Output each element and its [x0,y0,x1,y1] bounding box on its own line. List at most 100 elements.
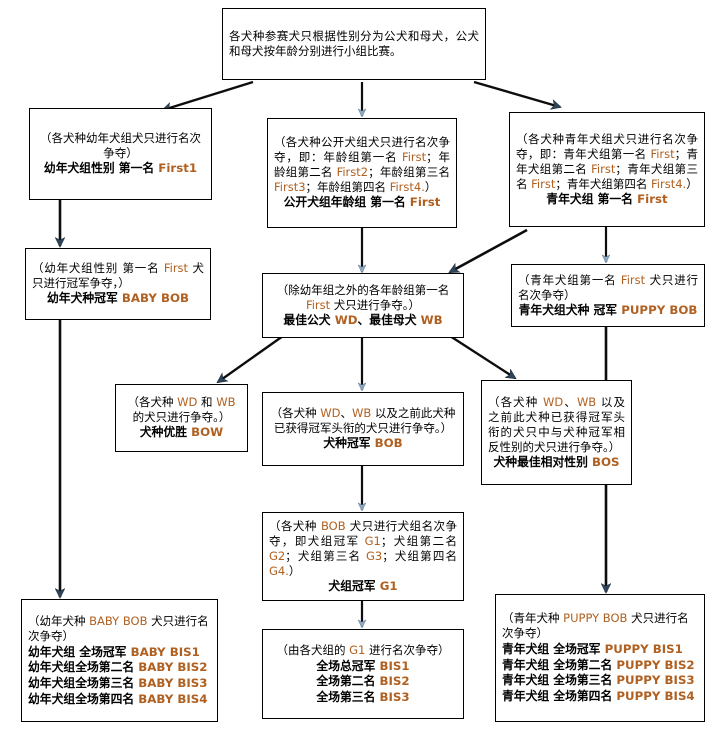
puppy-group-result-code: First [637,191,668,206]
inline-text: ；青年犬组第三名 [516,161,699,191]
node-baby-bob: （幼年犬组性别 第一名 First 犬只进行冠军争夺，） 幼年犬种冠军 BABY… [25,248,211,320]
result-code: PUPPY BIS2 [616,657,695,672]
open-group-result-label: 公开犬组年龄组 第一名 [283,195,410,210]
puppy-bob-result-code: PUPPY BOB [621,302,698,317]
baby-group-desc: （各犬种幼年犬组犬只进行名次争夺） [40,131,201,161]
inline-code: First [620,272,646,287]
result-label: 青年犬组 全场冠军 [502,642,605,657]
result-line: 幼年犬组全场第三名 BABY BIS3 [28,676,211,692]
inline-code: G4. [269,563,289,578]
inline-text: ） [424,180,437,195]
inline-code: WB [576,394,597,409]
result-line: 幼年犬组全场第四名 BABY BIS4 [28,692,211,708]
result-code: PUPPY BIS4 [616,689,695,704]
node-baby-best-in-show: （幼年犬种 BABY BOB 犬只进行名次争夺） 幼年犬组 全场冠军 BABY … [21,599,218,722]
bob-result: 犬种冠军 BOB [323,436,402,451]
arrow-wdwb-to-bos [449,334,515,378]
node-best-of-opposite-sex: （各犬种 WD、WB 以及之前此犬种已获得冠军头衔的犬只中与犬种冠军相反性别的犬… [481,380,632,485]
inline-text: （各犬种 [269,518,321,533]
inline-text: （青年犬组第一名 [518,272,621,287]
inline-text: 、 [340,406,352,421]
inline-code: WB [216,395,236,410]
bob-desc: （各犬种 WD、WB 以及之前此犬种已获得冠军头衔的犬只进行争夺。） [269,406,457,436]
bow-result-label: 犬种优胜 [139,425,192,440]
g1-result-label: 犬组冠军 [328,578,380,593]
result-label: 幼年犬组全场第四名 [28,691,139,706]
baby-bob-desc: （幼年犬组性别 第一名 First 犬只进行冠军争夺，） [32,261,204,291]
inline-text: ；年龄组第四名 [305,180,390,195]
inline-code: G1 [349,643,366,658]
inline-code: G3 [365,548,383,563]
inline-text: ；年龄组第二名 [274,150,451,180]
inline-code: WD [334,312,358,327]
result-code: BABY BIS3 [138,675,208,690]
result-code: BIS3 [379,689,410,704]
arrow-root-to-baby [163,80,254,110]
puppy-bob-result-label: 青年犬组犬种 冠军 [518,302,622,317]
inline-text: ；青年犬组第二名 [516,146,699,176]
baby-group-result-code: First1 [158,161,198,176]
puppy-group-result: 青年犬组 第一名 First [546,192,667,207]
wd-wb-desc: （除幼年组之外的各年龄组第一名 First 犬只进行争夺。） [269,283,457,313]
inline-text: （各犬种 [127,395,178,410]
inline-code: WB [351,406,372,421]
arrow-wdwb-to-bow [218,335,284,382]
puppy-bob-result: 青年犬组犬种 冠军 PUPPY BOB [519,303,698,318]
result-line: 青年犬组 全场第三名 PUPPY BIS3 [502,673,698,689]
open-group-result-code: First [409,195,441,210]
node-best-of-winners: （各犬种 WD 和 WB 的犬只进行争夺。） 犬种优胜 BOW [115,384,248,452]
inline-text: ；犬组第四名 [382,548,457,563]
inline-text: （由各犬组的 [276,643,350,658]
inline-text: 犬只进行名次争夺） [28,613,209,643]
bos-desc: （各犬种 WD、WB 以及之前此犬种已获得冠军头衔的犬只中与犬种冠军相反性别的犬… [488,395,625,455]
bow-result: 犬种优胜 BOW [140,425,223,440]
inline-code: G1 [364,533,381,548]
result-line: 全场总冠军 BIS1 [269,659,457,674]
bos-result-code: BOS [591,454,620,469]
inline-text: （各犬种 [270,406,321,421]
result-code: PUPPY BIS3 [616,673,695,688]
inline-text: 犬只进行争夺。） [330,297,421,312]
inline-code: First [591,161,616,176]
inline-code: BOB [321,518,346,533]
inline-text: 犬只进行冠军争夺，） [32,261,204,291]
inline-text: （青年犬种 [502,611,564,626]
inline-text: 的犬只进行争夺。） [132,410,231,425]
bis-desc: （由各犬组的 G1 进行名次争夺） [276,643,449,658]
puppy-bob-desc: （青年犬组第一名 First 犬只进行名次争夺） [518,273,698,303]
node-open-group-age-first: （各犬种公开犬组犬只进行名次争夺，即：年龄组第一名 First；年龄组第二名 F… [267,118,457,228]
inline-text: （各犬种 [488,394,544,409]
node-best-dog-best-bitch: （除幼年组之外的各年龄组第一名 First 犬只进行争夺。） 最佳公犬 WD、最… [262,273,464,338]
result-code: BIS1 [379,658,410,673]
result-line: 全场第二名 BIS2 [269,674,457,689]
inline-text: ；青年犬组第四名 [555,176,652,191]
puppy-group-desc: （各犬种青年犬组犬只进行名次争夺，即：青年犬组第一名 First；青年犬组第二名… [516,132,698,192]
node-entry-rule: 各犬种参赛犬只根据性别分为公犬和母犬，公犬和母犬按年龄分别进行小组比赛。 [222,8,486,80]
node-puppy-bob: （青年犬组第一名 First 犬只进行名次争夺） 青年犬组犬种 冠军 PUPPY… [511,264,705,327]
result-label: 全场总冠军 [316,658,380,673]
inline-code: First4. [389,180,425,195]
inline-text: （各犬种青年犬组犬只进行名次争夺，即：青年犬组第一名 [516,131,698,161]
inline-code: G2 [269,548,286,563]
inline-text: （幼年犬组性别 第一名 [32,261,164,276]
result-label: 幼年犬组 全场冠军 [28,644,131,659]
result-label: 全场第三名 [316,689,380,704]
bow-desc: （各犬种 WD 和 WB 的犬只进行争夺。） [122,395,241,425]
inline-code: First2 [336,165,369,180]
wd-wb-result: 最佳公犬 WD、最佳母犬 WB [283,313,442,328]
inline-code: WB [420,312,443,327]
result-code: BABY BIS4 [138,691,208,706]
inline-text: 最佳公犬 [283,312,335,327]
inline-text: 以及之前此犬种已获得冠军头衔的犬只中与犬种冠军相反性别的犬只进行争夺。） [488,394,626,454]
inline-code: First [531,176,556,191]
inline-text: ；犬组第二名 [380,533,458,548]
inline-code: First [650,146,675,161]
arrow-root-to-puppy [473,80,560,107]
inline-code: First [163,261,189,276]
result-line: 幼年犬组全场第二名 BABY BIS2 [28,660,211,676]
inline-text: 以及之前此犬种已获得冠军头衔的犬只进行争夺。） [273,406,456,436]
